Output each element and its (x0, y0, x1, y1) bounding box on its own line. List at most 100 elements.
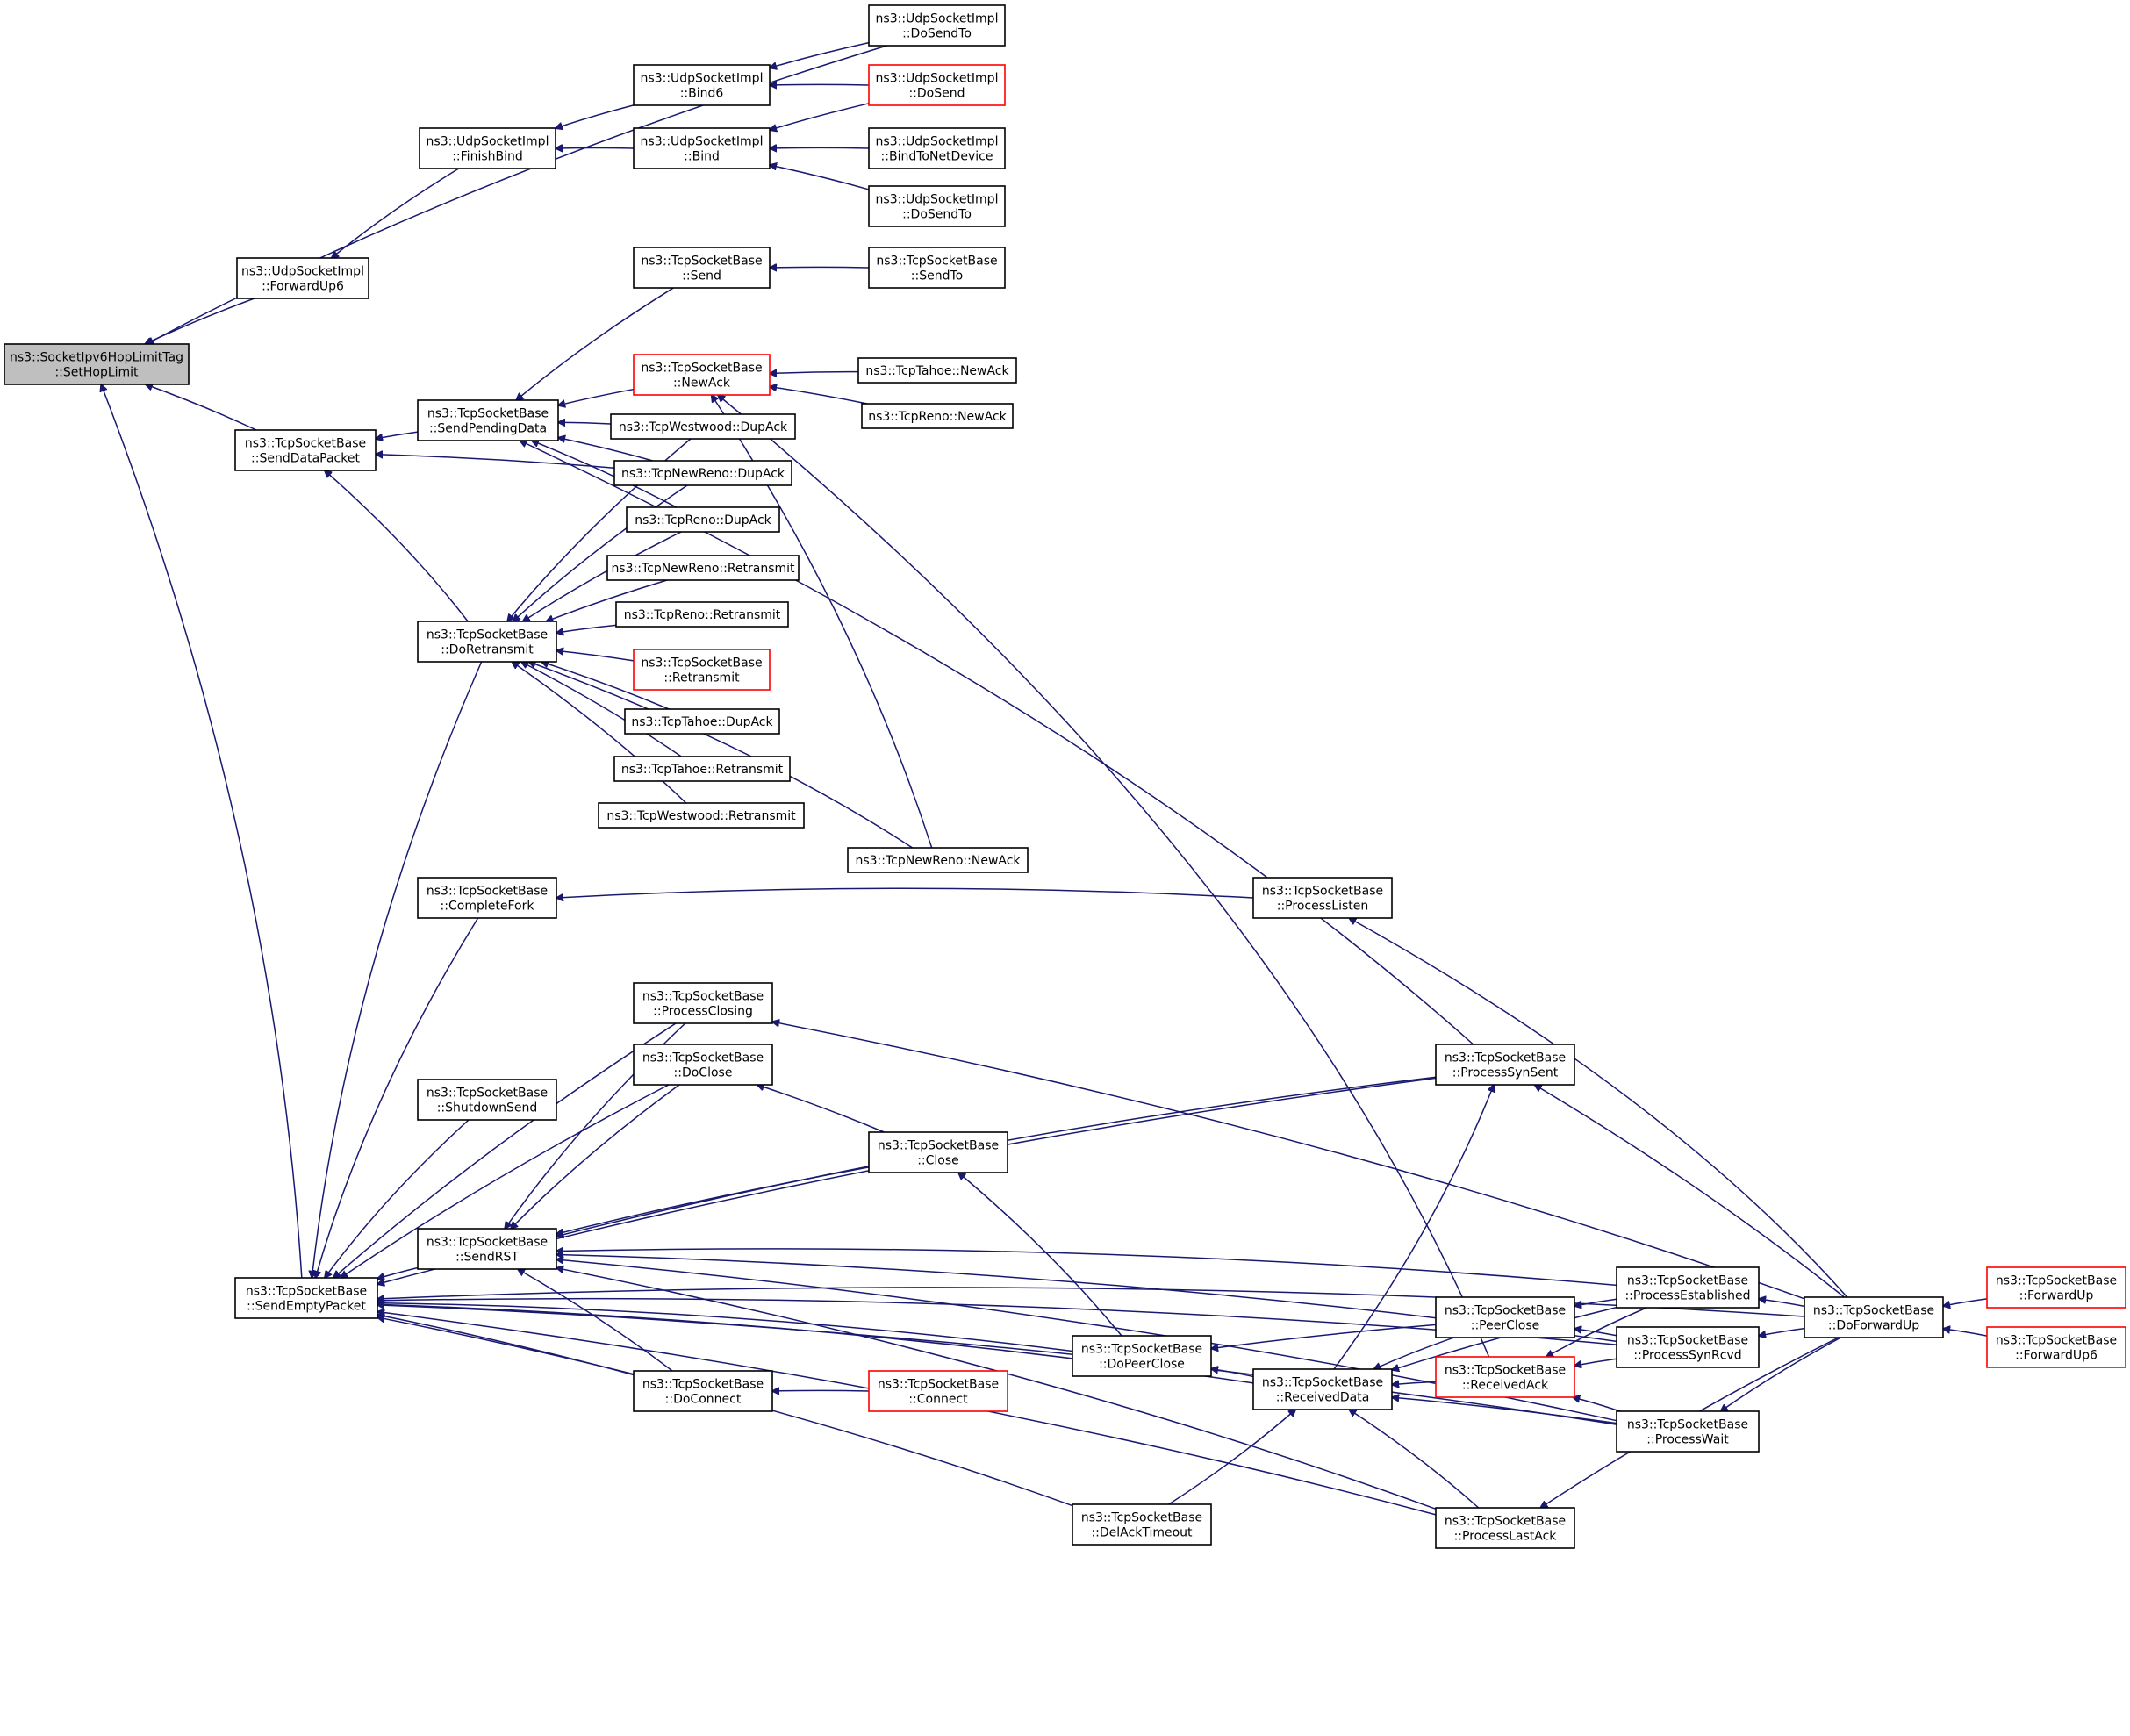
node-shutdownsend[interactable]: ns3::TcpSocketBase::ShutdownSend (417, 1079, 557, 1121)
node-forwardup6[interactable]: ns3::UdpSocketImpl::ForwardUp6 (236, 257, 369, 299)
node-bind6[interactable]: ns3::UdpSocketImpl::Bind6 (633, 64, 771, 106)
node-bind[interactable]: ns3::UdpSocketImpl::Bind (633, 127, 771, 169)
node-tahoe_retransmit[interactable]: ns3::TcpTahoe::Retransmit (613, 756, 791, 782)
node-processlastack[interactable]: ns3::TcpSocketBase::ProcessLastAck (1435, 1507, 1575, 1549)
call-edge-senddatapacket-to-root (146, 384, 257, 431)
node-tcp_sendto[interactable]: ns3::TcpSocketBase::SendTo (868, 247, 1006, 289)
node-senddatapacket[interactable]: ns3::TcpSocketBase::SendDataPacket (234, 429, 377, 471)
node-bindtonetdevice[interactable]: ns3::UdpSocketImpl::BindToNetDevice (868, 127, 1006, 169)
node-forwardup[interactable]: ns3::TcpSocketBase::ForwardUp (1986, 1266, 2126, 1309)
node-box (868, 247, 1006, 289)
node-tcp_retransmit[interactable]: ns3::TcpSocketBase::Retransmit (633, 649, 771, 691)
node-box (1435, 1296, 1575, 1338)
node-tcp_newack[interactable]: ns3::TcpSocketBase::NewAck (633, 354, 771, 396)
node-box (861, 403, 1014, 429)
node-box (633, 64, 771, 106)
node-tcp_send[interactable]: ns3::TcpSocketBase::Send (633, 247, 771, 289)
node-label-line: ::Close (917, 1154, 959, 1168)
node-root[interactable]: ns3::SocketIpv6HopLimitTag::SetHopLimit (4, 343, 190, 385)
node-processsynrcvd[interactable]: ns3::TcpSocketBase::ProcessSynRcvd (1616, 1326, 1760, 1368)
node-udp_dosendto2[interactable]: ns3::UdpSocketImpl::DoSendTo (868, 185, 1006, 227)
call-edge-udp_dosend-to-bind6 (770, 84, 870, 85)
node-label-line: ns3::TcpSocketBase (1996, 1274, 2117, 1288)
node-label-line: ::ForwardUp6 (2015, 1349, 2098, 1363)
call-edge-processlastack-to-sendrst (556, 1268, 1437, 1510)
call-edge-processclosing-to-sendemptypacket (333, 1022, 677, 1278)
node-label-line: ::ReceivedAck (1462, 1379, 1549, 1393)
node-newreno_dupack[interactable]: ns3::TcpNewReno::DupAck (613, 460, 792, 486)
node-reno_dupack[interactable]: ns3::TcpReno::DupAck (626, 506, 780, 533)
node-newreno_newack[interactable]: ns3::TcpNewReno::NewAck (847, 847, 1029, 873)
call-edge-doforwardup-to-processlisten (1349, 918, 1848, 1298)
call-edge-dopeerclose-to-sendemptypacket (377, 1303, 1073, 1352)
node-peerclose[interactable]: ns3::TcpSocketBase::PeerClose (1435, 1296, 1575, 1338)
call-edge-sendpendingdata-to-senddatapacket (376, 431, 419, 439)
call-edge-doretransmit-to-senddatapacket (325, 470, 469, 622)
node-tahoe_newack[interactable]: ns3::TcpTahoe::NewAck (857, 357, 1017, 384)
call-edge-tcp_sendto-to-tcp_send (770, 267, 870, 268)
node-label-line: ns3::TcpTahoe::DupAck (631, 715, 773, 729)
node-box (417, 399, 559, 441)
node-doconnect[interactable]: ns3::TcpSocketBase::DoConnect (633, 1370, 773, 1412)
node-reno_newack[interactable]: ns3::TcpReno::NewAck (861, 403, 1014, 429)
node-tcp_forwardup6[interactable]: ns3::TcpSocketBase::ForwardUp6 (1986, 1326, 2126, 1368)
node-label-line: ns3::TcpSocketBase (1081, 1343, 1202, 1357)
node-box (857, 357, 1017, 384)
node-westwood_retransmit[interactable]: ns3::TcpWestwood::Retransmit (598, 802, 805, 829)
node-processwait[interactable]: ns3::TcpSocketBase::ProcessWait (1616, 1410, 1760, 1453)
node-label-line: ns3::TcpWestwood::Retransmit (606, 809, 796, 823)
node-label-line: ::Send (682, 269, 721, 283)
node-receiveddata[interactable]: ns3::TcpSocketBase::ReceivedData (1252, 1368, 1393, 1410)
node-udp_dosendto1[interactable]: ns3::UdpSocketImpl::DoSendTo (868, 4, 1006, 47)
node-label-line: ns3::TcpSocketBase (245, 437, 366, 451)
node-label-line: ns3::TcpSocketBase (427, 885, 548, 899)
call-edge-doforwardup-to-sendemptypacket (377, 1287, 1805, 1317)
node-box (613, 460, 792, 486)
node-sendrst[interactable]: ns3::TcpSocketBase::SendRST (417, 1228, 557, 1270)
node-processclosing[interactable]: ns3::TcpSocketBase::ProcessClosing (633, 982, 773, 1024)
call-edge-westwood_retransmit-to-doretransmit (512, 662, 687, 804)
node-box (633, 1044, 773, 1086)
node-tahoe_dupack[interactable]: ns3::TcpTahoe::DupAck (624, 708, 780, 735)
call-edge-tcp_newack-to-sendpendingdata (558, 388, 635, 405)
node-box (615, 601, 789, 628)
node-label-line: ns3::UdpSocketImpl (876, 12, 999, 26)
node-doretransmit[interactable]: ns3::TcpSocketBase::DoRetransmit (417, 621, 557, 663)
node-box (1072, 1335, 1212, 1377)
node-processestablished[interactable]: ns3::TcpSocketBase::ProcessEstablished (1616, 1266, 1760, 1309)
node-finishbind[interactable]: ns3::UdpSocketImpl::FinishBind (419, 127, 556, 169)
node-label-line: ns3::TcpSocketBase (642, 1378, 764, 1392)
node-label-line: ns3::TcpReno::DupAck (635, 513, 771, 527)
node-close[interactable]: ns3::TcpSocketBase::Close (868, 1131, 1008, 1173)
node-doclose[interactable]: ns3::TcpSocketBase::DoClose (633, 1044, 773, 1086)
node-udp_dosend[interactable]: ns3::UdpSocketImpl::DoSend (868, 64, 1006, 106)
node-label-line: ::SendTo (911, 269, 963, 283)
call-edge-udp_dosendto2-to-bind (770, 165, 870, 190)
node-box (417, 1079, 557, 1121)
call-edge-udp_dosend-to-bind (770, 103, 870, 130)
node-label-line: ::Retransmit (663, 671, 740, 685)
node-newreno_retransmit[interactable]: ns3::TcpNewReno::Retransmit (606, 555, 800, 581)
node-processlisten[interactable]: ns3::TcpSocketBase::ProcessListen (1252, 877, 1393, 919)
node-dopeerclose[interactable]: ns3::TcpSocketBase::DoPeerClose (1072, 1335, 1212, 1377)
node-box (419, 127, 556, 169)
node-delacktimeout[interactable]: ns3::TcpSocketBase::DelAckTimeout (1072, 1503, 1212, 1546)
node-connect[interactable]: ns3::TcpSocketBase::Connect (868, 1370, 1008, 1412)
node-doforwardup[interactable]: ns3::TcpSocketBase::DoForwardUp (1804, 1296, 1944, 1338)
call-edge-tcp_send-to-sendpendingdata (516, 287, 674, 400)
node-box (1252, 1368, 1393, 1410)
node-reno_retransmit[interactable]: ns3::TcpReno::Retransmit (615, 601, 789, 628)
node-completefork[interactable]: ns3::TcpSocketBase::CompleteFork (417, 877, 557, 919)
node-processsynsent[interactable]: ns3::TcpSocketBase::ProcessSynSent (1435, 1044, 1575, 1086)
node-sendpendingdata[interactable]: ns3::TcpSocketBase::SendPendingData (417, 399, 559, 441)
node-receivedack[interactable]: ns3::TcpSocketBase::ReceivedAck (1435, 1356, 1575, 1398)
call-edge-tcp_forwardup6-to-doforwardup (1943, 1329, 1988, 1337)
node-label-line: ns3::TcpSocketBase (246, 1285, 367, 1299)
call-edge-forwardup6-to-root (145, 298, 255, 344)
node-label-line: ns3::TcpNewReno::Retransmit (611, 562, 795, 576)
node-westwood_dupack[interactable]: ns3::TcpWestwood::DupAck (610, 413, 796, 440)
call-edge-connect-to-doconnect (772, 1390, 870, 1391)
node-box (234, 429, 377, 471)
node-sendemptypacket[interactable]: ns3::TcpSocketBase::SendEmptyPacket (234, 1277, 378, 1319)
call-edge-processsynrcvd-to-sendemptypacket (377, 1299, 1617, 1345)
